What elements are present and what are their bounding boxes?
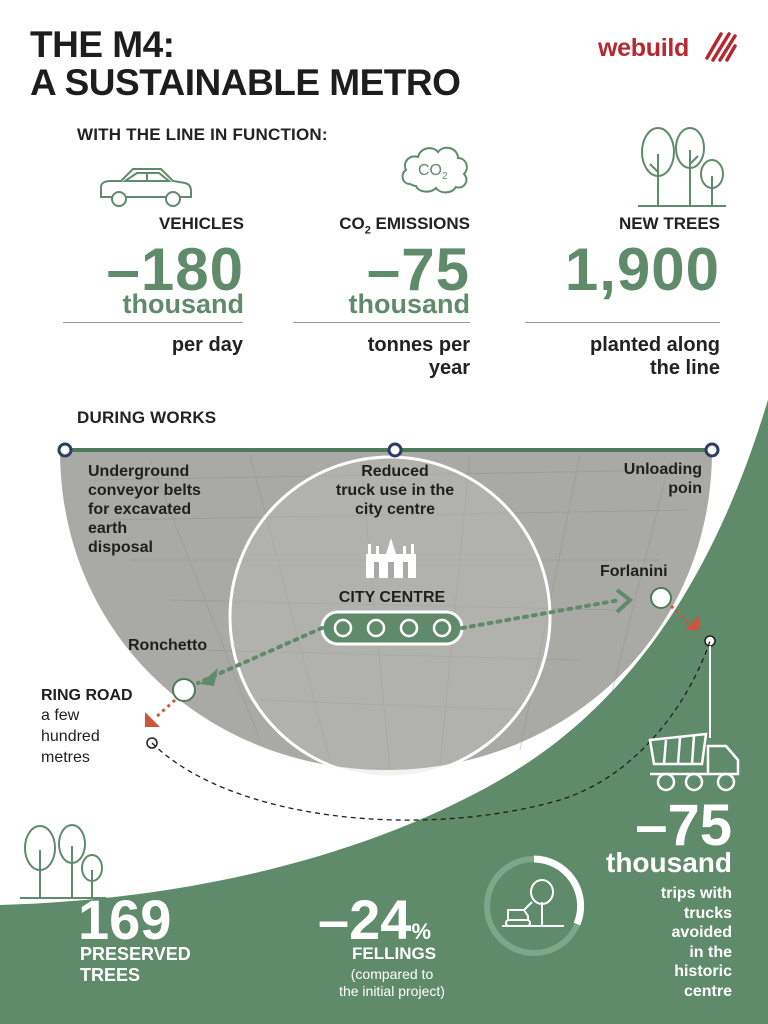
fellings-label: FELLINGS — [352, 944, 437, 963]
trips-text: trips with trucks avoided in the histori… — [660, 885, 732, 1000]
node-left — [57, 442, 73, 458]
trees-icon — [20, 824, 106, 899]
new-trees-sub: planted along the line — [590, 334, 720, 379]
divider — [525, 322, 720, 323]
gray-map-half-disc — [60, 450, 712, 770]
co2-value: –75 — [366, 236, 470, 303]
reduced-truck-text: Reduced truck use in the city centre — [335, 463, 455, 518]
green-curve-overlay — [500, 400, 768, 780]
car-icon — [100, 168, 192, 207]
trips-value: –75 — [635, 793, 732, 858]
new-trees-value: 1,900 — [564, 236, 720, 303]
fellings-note: (compared to the initial project) — [339, 966, 445, 999]
vehicles-sub: per day — [171, 334, 243, 356]
vehicles-label: VEHICLES — [158, 214, 244, 233]
page-title: THE M4: A SUSTAINABLE METRO — [30, 24, 461, 103]
preserved-trees-value: 169 — [78, 888, 172, 951]
svg-text:CO2: CO2 — [418, 162, 448, 182]
forlanini-node — [650, 587, 672, 609]
divider — [293, 322, 470, 323]
unloading-point-text: Unloading poin — [623, 461, 702, 497]
preserved-trees-label: PRESERVED TREES — [80, 944, 191, 985]
forlanini-label: Forlanini — [600, 563, 668, 580]
tree-excavator-icon — [502, 879, 564, 927]
co2-label: CO2 EMISSIONS — [339, 214, 470, 237]
new-trees-label: NEW TREES — [618, 214, 720, 233]
line-in-function-heading: WITH THE LINE IN FUNCTION: — [77, 125, 328, 144]
co2-cloud-icon: CO2 — [401, 146, 468, 194]
node-right — [704, 442, 720, 458]
divider — [63, 322, 243, 323]
co2-sub: tonnes per year — [367, 334, 470, 379]
conveyor-text: Underground conveyor belts for excavated… — [88, 463, 201, 556]
green-curve-right — [0, 400, 768, 1024]
co2-unit: thousand — [348, 289, 471, 319]
ronchetto-node — [172, 678, 196, 702]
ring-road-label: RING ROAD — [41, 687, 133, 704]
webuild-logo-icon — [705, 32, 737, 62]
trees-icon — [638, 127, 726, 207]
node-center — [387, 442, 403, 458]
vehicles-unit: thousand — [122, 289, 245, 319]
during-works-heading: DURING WORKS — [77, 408, 217, 427]
logo-text: webuild — [598, 34, 689, 62]
ronchetto-label: Ronchetto — [128, 637, 208, 654]
fellings-value: –24% — [318, 888, 431, 951]
dump-truck-icon — [648, 732, 740, 792]
city-centre-label: CITY CENTRE — [338, 589, 446, 606]
trips-unit: thousand — [606, 847, 732, 878]
vehicles-value: –180 — [106, 236, 244, 303]
ring-road-note: a few hundred metres — [41, 707, 100, 766]
duomo-cathedral-icon — [366, 538, 416, 578]
